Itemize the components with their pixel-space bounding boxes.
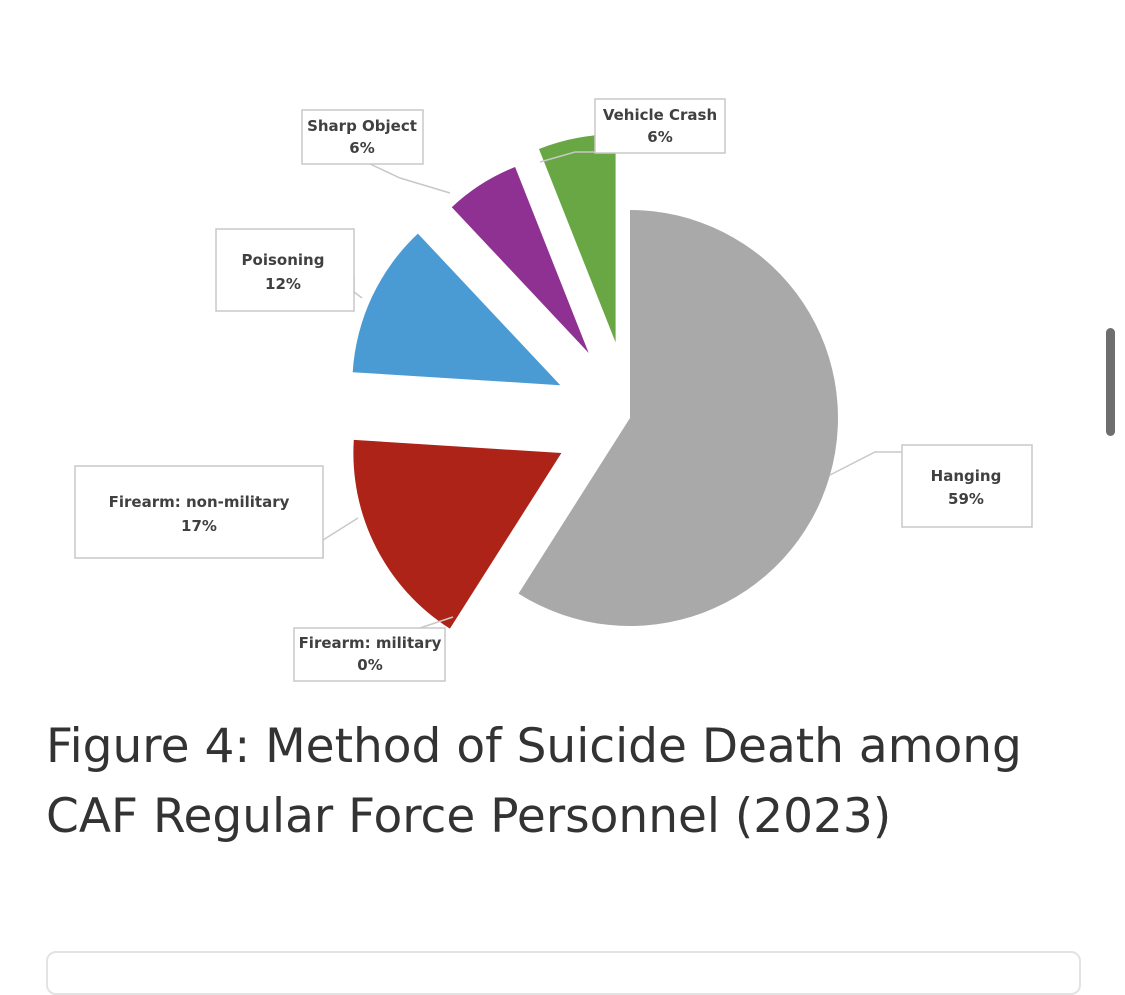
- callout-poisoning: Poisoning 12%: [215, 228, 363, 312]
- callout-firearm-military: Firearm: military 0%: [293, 616, 454, 682]
- slice-label-sharp-object: Sharp Object: [307, 117, 417, 135]
- pie-slice-hanging: [518, 210, 838, 626]
- next-content-card: [46, 951, 1081, 995]
- leader-line-poisoning: [353, 275, 363, 299]
- leader-line-hanging: [829, 451, 902, 476]
- slice-label-hanging: Hanging: [931, 467, 1002, 485]
- leader-line-sharp-object: [369, 163, 451, 194]
- slice-value-sharp-object: 6%: [349, 139, 374, 157]
- callout-vehicle-crash: Vehicle Crash 6%: [539, 98, 726, 163]
- pie-slice-vehicle-crash: [539, 134, 616, 343]
- figure-caption: Figure 4: Method of Suicide Death among …: [46, 719, 1022, 844]
- callout-box-sharp-object: [301, 109, 424, 165]
- pie-slices: [352, 134, 838, 629]
- slice-label-firearm-military: Firearm: military: [299, 634, 442, 652]
- callout-box-hanging: [901, 444, 1033, 528]
- callout-box-firearm-non-military: [74, 465, 324, 559]
- slice-label-vehicle-crash: Vehicle Crash: [603, 106, 717, 124]
- slice-value-hanging: 59%: [948, 490, 984, 508]
- slice-label-poisoning: Poisoning: [242, 251, 325, 269]
- callout-firearm-non-military: Firearm: non-military 17%: [74, 465, 359, 559]
- leader-line-firearm-non-military: [322, 517, 359, 558]
- callout-box-vehicle-crash: [594, 98, 726, 154]
- slice-value-poisoning: 12%: [265, 275, 301, 293]
- slice-label-firearm-non-military: Firearm: non-military: [109, 493, 290, 511]
- pie-slice-firearm-non-military: [353, 439, 562, 629]
- leader-line-vehicle-crash: [539, 151, 595, 163]
- pie-slice-sharp-object: [451, 167, 589, 353]
- callout-box-poisoning: [215, 228, 355, 312]
- slice-value-firearm-non-military: 17%: [181, 517, 217, 535]
- callout-box-firearm-military: [293, 627, 446, 682]
- callout-hanging: Hanging 59%: [829, 444, 1033, 528]
- leader-line-firearm-military: [419, 616, 454, 629]
- pie-slice-poisoning: [352, 233, 561, 386]
- pie-chart: Vehicle Crash 6% Sharp Object 6% Poisoni…: [74, 98, 1033, 682]
- slice-value-vehicle-crash: 6%: [647, 128, 672, 146]
- callout-sharp-object: Sharp Object 6%: [301, 109, 451, 194]
- slice-value-firearm-military: 0%: [357, 656, 382, 674]
- scroll-indicator[interactable]: [1106, 328, 1115, 436]
